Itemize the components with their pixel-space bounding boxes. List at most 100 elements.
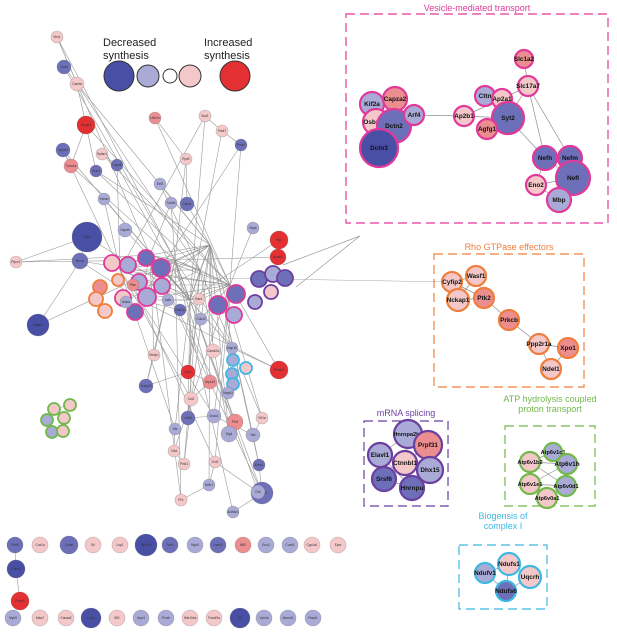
protein-node-prdx2: Prdx2	[234, 138, 248, 152]
protein-node-camk2a: Camk2a	[205, 343, 221, 359]
node-label: Sif1	[114, 616, 120, 620]
node-label: Ndufs6	[495, 588, 517, 595]
isolated-node-lmo2: Lmo2	[80, 607, 102, 629]
module-vesicle: Vesicle-mediated transport	[345, 3, 609, 224]
node-label: Camta	[72, 82, 82, 86]
node-label: Nefh	[538, 155, 552, 162]
node-circle	[225, 341, 239, 355]
node-label: Sptan1	[97, 152, 107, 156]
interaction-edge	[95, 170, 201, 271]
node-label: Tubb5	[167, 201, 176, 205]
protein-node-gnao1: Gnao1	[206, 408, 222, 424]
interaction-edge	[159, 183, 211, 246]
highlighted-node	[111, 273, 125, 287]
node-circle	[269, 248, 287, 266]
node-label: Got2	[212, 460, 219, 464]
module-node-dctn3: Dctn3	[358, 127, 400, 169]
highlighted-node	[208, 295, 228, 315]
node-circle	[269, 360, 289, 380]
isolated-node-mao2: Mao2	[31, 609, 49, 627]
node-label: Ckb	[255, 490, 261, 494]
interaction-edge	[295, 235, 361, 288]
node-label: Ctsd	[171, 449, 178, 453]
node-label: Eef2	[157, 182, 164, 186]
interaction-edge	[189, 244, 211, 301]
interaction-edge	[186, 203, 211, 246]
node-circle	[518, 450, 542, 474]
module-node-ppp2r1a: Ppp2r1a	[526, 332, 552, 356]
node-circle	[516, 74, 540, 98]
interaction-edge	[70, 165, 176, 261]
node-circle	[527, 332, 551, 356]
protein-node-echs1: Echs1	[252, 458, 266, 472]
node-label: Pkm	[130, 283, 137, 287]
node-label: Atp6v0a1	[535, 496, 560, 502]
node-circle	[56, 424, 70, 438]
node-circle	[153, 277, 171, 295]
node-label: Hmgb1	[81, 123, 92, 127]
module-node-ctnnbl1: Ctnnbl1	[391, 449, 419, 477]
node-label: C4	[238, 616, 242, 620]
node-circle	[161, 536, 179, 554]
node-label: Park7	[218, 129, 227, 133]
node-circle	[226, 284, 246, 304]
node-circle	[76, 115, 96, 135]
node-label: Hist1h4a	[184, 616, 197, 620]
node-circle	[554, 159, 592, 197]
protein-node-dpysl3: Dpysl3	[55, 142, 71, 158]
node-circle	[89, 164, 103, 178]
interaction-edge	[145, 371, 189, 387]
interaction-edge	[229, 227, 254, 286]
isolated-node-eno3: Eno3	[257, 536, 275, 554]
node-label: Camk2a	[207, 349, 219, 353]
protein-node-ctsd: Ctsd	[167, 444, 181, 458]
isolated-node-cuzd1: Cuzd1	[281, 536, 299, 554]
node-circle	[304, 609, 322, 627]
highlighted-node	[103, 254, 121, 272]
highlighted-node	[263, 284, 279, 300]
node-label: Cyfip2	[442, 279, 462, 286]
isolated-node-sif1: Sif1	[108, 609, 126, 627]
highlighted-node	[276, 269, 294, 287]
module-node-syt2: Syt2	[490, 100, 526, 136]
node-circle	[542, 441, 564, 463]
node-circle	[206, 408, 222, 424]
node-label: Hnrnpu	[401, 485, 424, 492]
module-node-ptk2: Ptk2	[472, 286, 496, 310]
node-circle	[111, 273, 125, 287]
module-node-atp6v1b2: Atp6v1b2	[517, 450, 543, 474]
node-circle	[137, 249, 155, 267]
protein-node-kif5c: Kif5c	[71, 221, 103, 253]
node-label: Map1b	[227, 346, 237, 350]
node-circle	[57, 411, 71, 425]
node-circle	[208, 295, 228, 315]
node-label: Ywhaz	[99, 197, 109, 201]
protein-node-ywhaz: Ywhaz	[97, 192, 111, 206]
module-box	[433, 253, 585, 388]
node-circle	[269, 230, 289, 250]
node-label: Tuba1a	[66, 164, 77, 168]
node-label: Rab3a	[175, 308, 185, 312]
module-node-mbp: Mbp	[545, 186, 573, 214]
node-label: Atp1a3	[205, 380, 215, 384]
node-circle	[556, 336, 580, 360]
isolated-node-pmch: Pmch	[157, 609, 175, 627]
node-label: Fdx1	[166, 543, 173, 547]
node-circle	[255, 411, 269, 425]
node-circle	[247, 294, 263, 310]
node-label: Ncam1	[273, 255, 283, 259]
node-label: Actb	[165, 298, 172, 302]
node-circle	[194, 312, 208, 326]
node-label: Ap2a1	[492, 96, 512, 103]
node-label: Hspa8	[112, 163, 121, 167]
node-circle	[398, 474, 426, 502]
module-node-xpo1: Xpo1	[556, 336, 580, 360]
interaction-edge	[119, 269, 231, 286]
node-label: Gnb1	[92, 169, 100, 173]
module-node-agfg1: Agfg1	[475, 117, 499, 141]
highlighted-node	[119, 256, 137, 274]
